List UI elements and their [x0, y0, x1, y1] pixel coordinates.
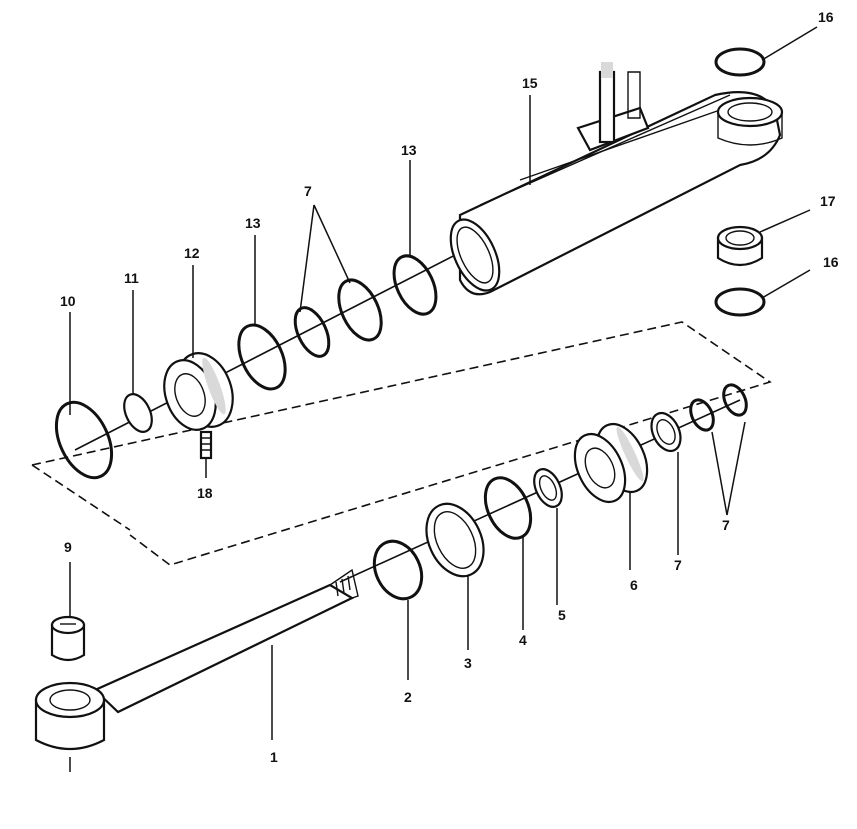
callout-9: 9 [64, 539, 72, 555]
callout-13-lower: 13 [245, 215, 261, 231]
callout-7-lower-a: 7 [674, 557, 682, 573]
retaining-ring-upper [714, 47, 766, 77]
bushing [716, 225, 764, 267]
gland [163, 352, 234, 431]
o-ring-upper-b [293, 306, 331, 358]
piston [573, 422, 649, 504]
callout-16-upper: 16 [818, 9, 834, 25]
callout-18: 18 [197, 485, 213, 501]
backup-ring-5 [533, 468, 563, 508]
backup-ring-lower [237, 323, 287, 391]
callout-5: 5 [558, 607, 566, 623]
cylinder-barrel [449, 62, 784, 296]
wiper [123, 393, 153, 433]
o-ring-4 [483, 476, 533, 540]
callout-16-lower: 16 [823, 254, 839, 270]
callout-6: 6 [630, 577, 638, 593]
group-frame [31, 321, 772, 566]
callout-1: 1 [270, 749, 278, 765]
callout-11: 11 [124, 270, 139, 286]
o-ring-7-lower-b [722, 383, 748, 417]
callout-4: 4 [519, 632, 527, 648]
o-ring-7-lower-a [689, 398, 715, 432]
callout-7-upper: 7 [304, 183, 312, 199]
set-screw [199, 430, 213, 460]
callout-12: 12 [184, 245, 200, 261]
callout-7-lower-b: 7 [722, 517, 730, 533]
callout-10: 10 [60, 293, 76, 309]
piston-ring-2 [372, 539, 424, 601]
o-ring-upper-a [337, 278, 383, 342]
piston-ring-3 [425, 502, 485, 578]
backup-ring-upper [392, 254, 438, 316]
piston-rod [34, 568, 359, 772]
callout-17: 17 [820, 193, 836, 209]
snap-ring [54, 400, 114, 480]
retaining-ring-lower [714, 287, 766, 317]
callout-3: 3 [464, 655, 472, 671]
callout-13-upper: 13 [401, 142, 417, 158]
callout-2: 2 [404, 689, 412, 705]
rod-bushing [50, 615, 86, 662]
seal-7 [650, 411, 682, 453]
leader-lines [69, 26, 818, 740]
callout-15: 15 [522, 75, 538, 91]
